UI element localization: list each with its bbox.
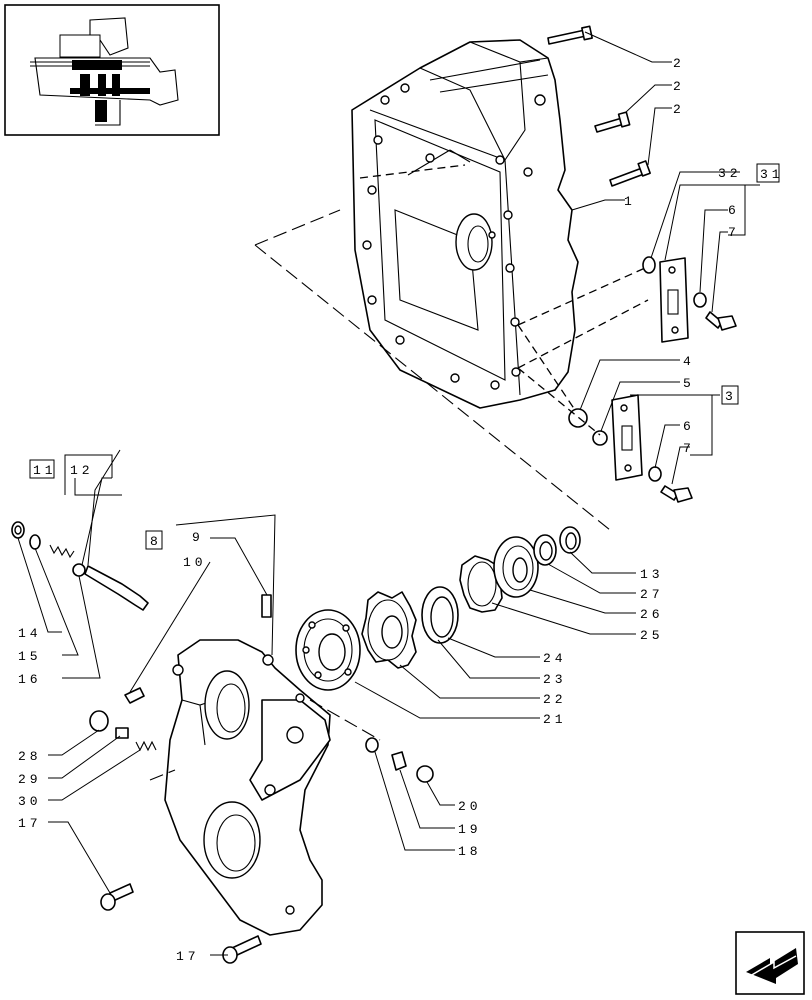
plug-28 <box>89 710 109 732</box>
plug-19 <box>391 751 407 771</box>
callout-16: 16 <box>18 672 42 687</box>
housing-screw <box>547 25 593 45</box>
callout-3: 3 <box>725 389 737 404</box>
callout-2: 2 <box>673 102 685 117</box>
callout-30: 30 <box>18 794 42 809</box>
bolt-17 <box>222 935 262 964</box>
pin-10 <box>124 687 145 704</box>
plug-14-inner <box>14 525 22 535</box>
callout-1: 1 <box>624 194 636 209</box>
callout-box-8 <box>145 530 163 550</box>
callout-2: 2 <box>673 56 685 71</box>
callout-8: 8 <box>150 534 162 549</box>
callout-2: 2 <box>673 79 685 94</box>
callout-7: 7 <box>683 441 695 456</box>
callout-4: 4 <box>683 354 695 369</box>
ring-20 <box>416 765 434 783</box>
callout-6: 6 <box>728 203 740 218</box>
washer-5 <box>592 430 608 446</box>
spring-15 <box>49 544 75 559</box>
callout-12: 12 <box>70 463 94 478</box>
callout-10: 10 <box>183 555 207 570</box>
front-cover <box>164 639 331 936</box>
gear-22 <box>361 591 417 669</box>
washer-32 <box>642 256 656 274</box>
callout-17: 17 <box>18 816 42 831</box>
callout-9: 9 <box>192 530 204 545</box>
o-ring-16 <box>72 563 86 577</box>
housing-screw <box>594 111 631 133</box>
housing-screw <box>609 160 651 187</box>
bearing-26 <box>493 536 539 598</box>
callout-6: 6 <box>683 419 695 434</box>
bearing-21 <box>295 609 361 691</box>
transmission-housing <box>351 39 579 409</box>
callout-15: 15 <box>18 649 42 664</box>
cover-plate-31 <box>659 257 689 343</box>
plug-14b <box>29 534 41 550</box>
bolt-7 <box>705 311 737 331</box>
callout-box-3 <box>721 385 739 405</box>
callout-32: 32 <box>718 166 742 181</box>
callout-17: 17 <box>176 949 200 964</box>
callout-19: 19 <box>458 822 482 837</box>
callout-29: 29 <box>18 772 42 787</box>
callout-23: 23 <box>543 672 567 687</box>
ball-29 <box>115 727 129 739</box>
callout-31: 31 <box>760 167 784 182</box>
cover-plate-3 <box>611 394 643 481</box>
callout-28: 28 <box>18 749 42 764</box>
ring-13-inner <box>565 532 577 550</box>
pin-9 <box>261 594 272 618</box>
next-page-arrow-icon[interactable] <box>735 931 805 995</box>
detent-pin-12 <box>84 565 149 611</box>
washer-18 <box>365 737 379 753</box>
callout-24: 24 <box>543 651 567 666</box>
callout-26: 26 <box>640 607 664 622</box>
bolt-7 <box>660 485 693 503</box>
callout-25: 25 <box>640 628 664 643</box>
callout-11: 11 <box>33 463 57 478</box>
callout-21: 21 <box>543 712 567 727</box>
snap-ring-23 <box>421 586 459 644</box>
callout-13: 13 <box>640 567 664 582</box>
gear-25 <box>459 555 503 613</box>
assembly-thumbnail-icon[interactable] <box>4 4 220 136</box>
spring-30 <box>135 740 157 752</box>
callout-box-31 <box>756 163 780 183</box>
callout-box-11 <box>29 459 55 479</box>
callout-22: 22 <box>543 692 567 707</box>
callout-14: 14 <box>18 626 42 641</box>
callout-5: 5 <box>683 376 695 391</box>
callout-27: 27 <box>640 587 664 602</box>
callout-7: 7 <box>728 225 740 240</box>
bolt-17 <box>100 883 134 911</box>
ring-27-inner <box>539 541 553 561</box>
callout-18: 18 <box>458 844 482 859</box>
washer-6 <box>693 292 707 308</box>
washer-6 <box>648 466 662 482</box>
leader-lines <box>17 31 760 956</box>
callout-20: 20 <box>458 799 482 814</box>
